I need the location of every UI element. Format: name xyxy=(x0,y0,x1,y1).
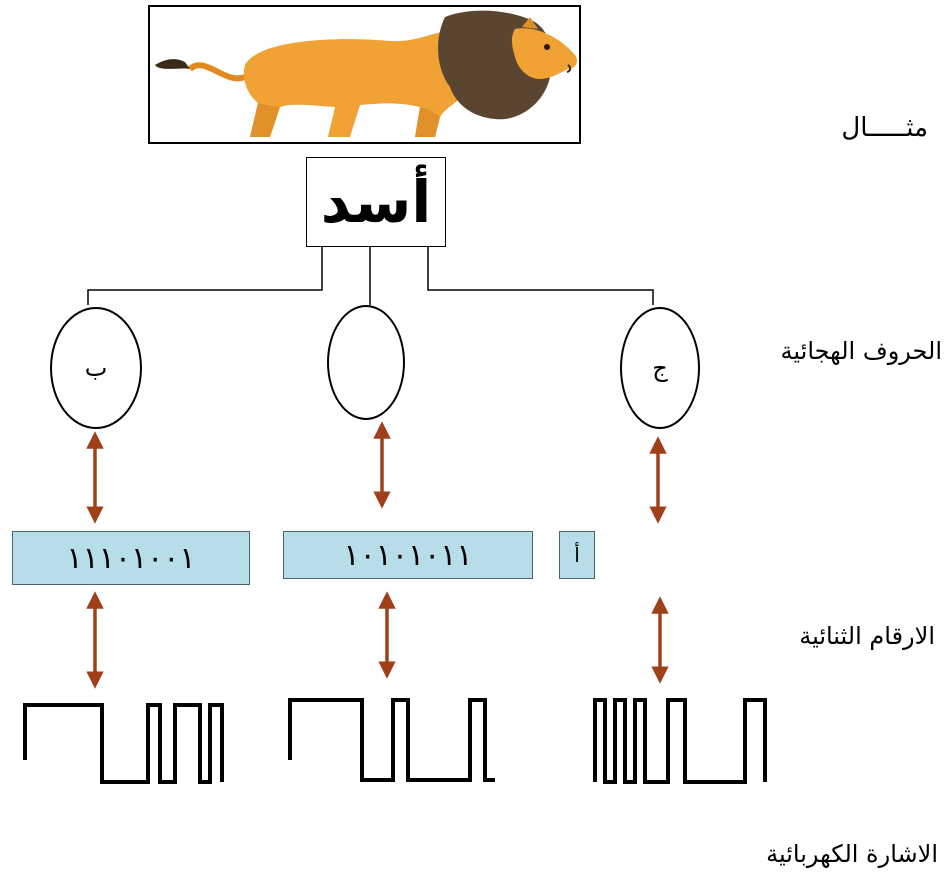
binary-box-small: أ xyxy=(559,531,595,579)
electric-signals xyxy=(23,698,767,784)
tree-connectors xyxy=(87,247,654,305)
word-box: أسد xyxy=(306,157,446,247)
letter-circle-seen xyxy=(327,305,405,420)
signal-middle xyxy=(288,698,495,782)
binary-box-middle: ١٠١٠١٠١١ xyxy=(283,531,533,579)
signal-label: الاشارة الكهربائية xyxy=(766,840,938,868)
double-arrows xyxy=(86,421,669,689)
example-label: مثـــــال xyxy=(841,113,928,143)
letter-circle-jeem: ج xyxy=(620,307,700,429)
letters-label: الحروف الهجائية xyxy=(780,337,942,365)
lion-illustration xyxy=(155,10,578,137)
lion-image-frame xyxy=(148,5,581,144)
letter-circle-ba: ب xyxy=(50,307,142,429)
signal-left xyxy=(23,703,224,784)
binary-label: الارقام الثنائية xyxy=(799,622,935,650)
signal-right xyxy=(593,698,767,784)
binary-box-left: ١١١٠١٠٠١ xyxy=(12,531,250,585)
